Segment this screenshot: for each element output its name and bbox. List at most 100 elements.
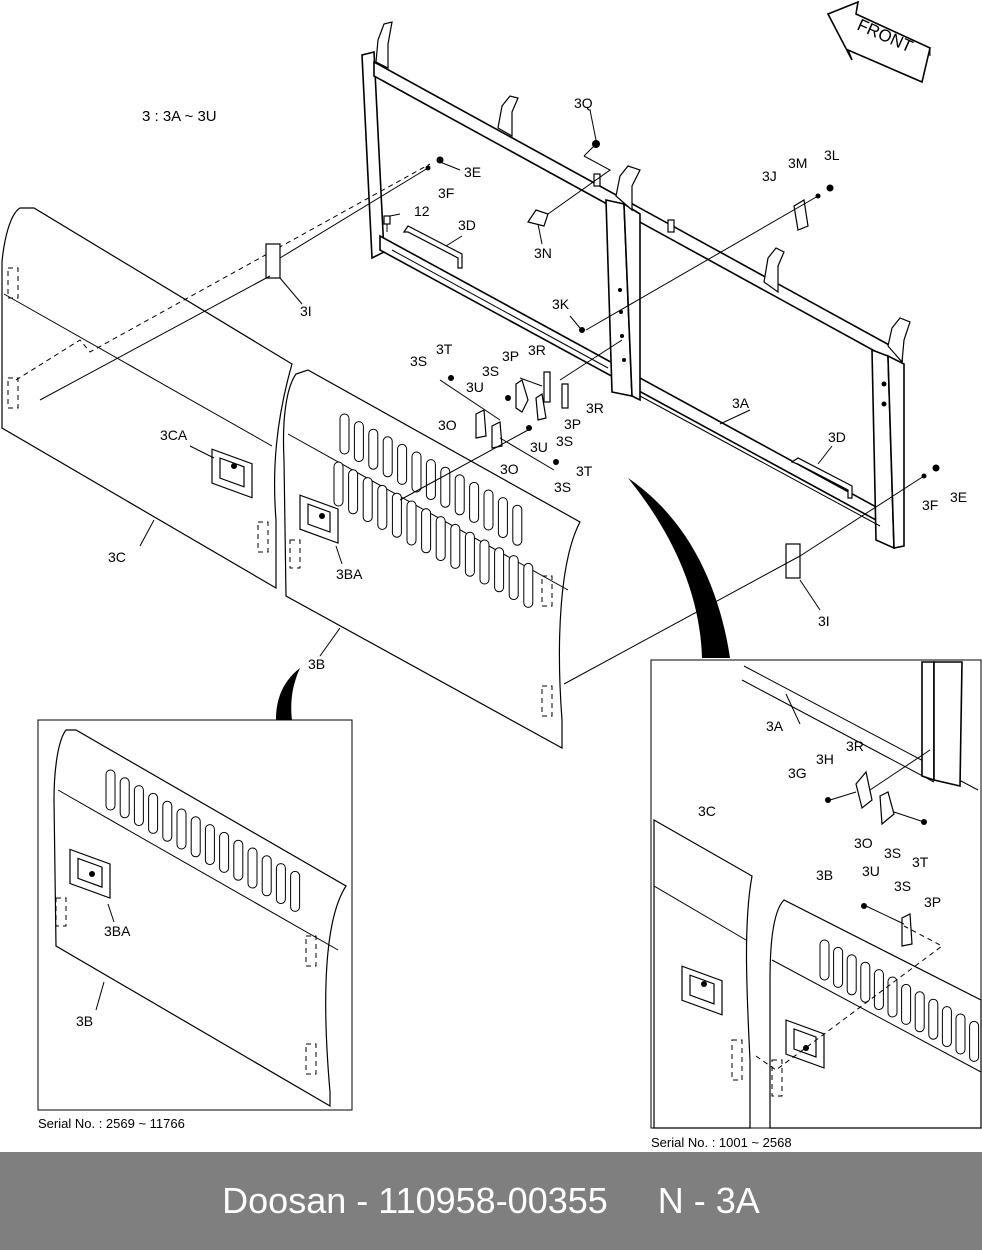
label-3U: 3U — [466, 379, 484, 395]
vent-slot — [353, 421, 364, 463]
group-label: 3 : 3A ~ 3U — [142, 108, 217, 125]
vent-slot — [176, 808, 187, 850]
detail-arrow-left — [276, 668, 300, 720]
vent-slot — [368, 428, 379, 470]
label-3Q: 3Q — [574, 95, 593, 111]
vent-slot — [362, 477, 373, 523]
vent-slot — [397, 443, 408, 485]
inset-right-label-3B: 3B — [816, 867, 833, 883]
vent-slot — [887, 976, 898, 1018]
inset-right-serial: Serial No. : 1001 ~ 2568 — [651, 1135, 792, 1150]
inset-left: 3BA 3B — [37, 719, 353, 1111]
label-3R-2: 3R — [586, 400, 604, 416]
label-leaders — [139, 109, 833, 725]
vent-slot — [382, 436, 393, 478]
label-3B: 3B — [308, 656, 325, 672]
vent-slot — [860, 961, 871, 1003]
vent-slot — [523, 562, 534, 608]
label-3U-2: 3U — [530, 439, 548, 455]
panel-3B — [282, 369, 581, 750]
label-3O: 3O — [438, 417, 457, 433]
inset-left-label-3BA: 3BA — [104, 923, 131, 939]
label-3S-2: 3S — [482, 363, 499, 379]
label-3BA: 3BA — [336, 566, 363, 582]
inset-left-label-3B: 3B — [76, 1013, 93, 1029]
label-3T-2: 3T — [576, 463, 593, 479]
label-3A: 3A — [732, 395, 750, 411]
label-3M: 3M — [788, 155, 807, 171]
inset-right-label-3P: 3P — [924, 894, 941, 910]
vent-slot — [901, 983, 912, 1025]
inset-right-label-3C: 3C — [698, 803, 716, 819]
vent-slot — [261, 855, 272, 897]
vent-slot — [333, 461, 344, 507]
label-3C: 3C — [108, 549, 126, 565]
vent-slot — [219, 831, 230, 873]
vent-slot — [275, 863, 286, 905]
vent-slot — [406, 500, 417, 546]
label-3I: 3I — [300, 303, 312, 319]
vent-slot — [464, 531, 475, 577]
vent-slot — [105, 769, 116, 811]
label-3S-3: 3S — [556, 433, 573, 449]
vent-slot — [914, 991, 925, 1033]
inset-right-label-3R: 3R — [846, 738, 864, 754]
vent-slot — [454, 474, 465, 516]
label-3N: 3N — [534, 245, 552, 261]
label-3CA: 3CA — [160, 427, 188, 443]
label-3D: 3D — [458, 217, 476, 233]
vent-slot — [133, 785, 144, 827]
label-3P: 3P — [502, 348, 519, 364]
vent-slot — [190, 816, 201, 858]
inset-right-label-3S-2: 3S — [894, 878, 911, 894]
label-12: 12 — [414, 203, 430, 219]
vent-slot — [508, 555, 519, 601]
vent-slot — [479, 539, 490, 585]
vent-slot — [497, 497, 508, 539]
vent-slot — [941, 1006, 952, 1048]
vent-slot — [148, 792, 159, 834]
label-3K: 3K — [552, 296, 570, 312]
vent-slot — [391, 492, 402, 538]
inset-right-label-3T: 3T — [912, 854, 929, 870]
frame-3A — [361, 21, 911, 550]
detail-arrow-right — [628, 478, 730, 658]
label-3T: 3T — [436, 341, 453, 357]
vent-slot — [846, 954, 857, 996]
vent-slot — [873, 969, 884, 1011]
inset-right-label-3U: 3U — [862, 863, 880, 879]
vent-slot — [819, 939, 830, 981]
vent-slot — [204, 824, 215, 866]
vent-slot — [494, 547, 505, 593]
label-3J: 3J — [762, 168, 777, 184]
inset-right: 3A 3R 3H 3G 3C 3O 3S 3T 3B 3U 3S 3P — [650, 659, 982, 1129]
label-3D-2: 3D — [828, 429, 846, 445]
vent-slot — [955, 1013, 966, 1055]
vent-slot — [119, 777, 130, 819]
vent-slot — [435, 516, 446, 562]
inset-right-label-3H: 3H — [816, 751, 834, 767]
vent-slot — [440, 466, 451, 508]
inset-right-label-3S: 3S — [884, 845, 901, 861]
vent-slot — [833, 946, 844, 988]
inset-right-label-3A: 3A — [766, 718, 784, 734]
label-3F-2: 3F — [922, 497, 938, 513]
vent-slot — [469, 481, 480, 523]
vent-slot — [512, 504, 523, 546]
vent-slot — [339, 413, 350, 455]
vent-slot — [290, 870, 301, 912]
label-3E-2: 3E — [950, 489, 967, 505]
vent-slot — [233, 839, 244, 881]
label-3L: 3L — [824, 147, 840, 163]
part-labels: 3Q 3E 3F 12 3D 3N 3I 3M 3L 3J 3K 3T 3R 3… — [108, 95, 967, 672]
footer-part-number: Doosan - 110958-00355 N - 3A — [0, 1152, 982, 1250]
inset-left-serial: Serial No. : 2569 ~ 11766 — [38, 1116, 185, 1131]
vent-slot — [162, 800, 173, 842]
vent-slot — [348, 469, 359, 515]
front-arrow-icon: FRONT — [826, 0, 931, 84]
vent-slot — [450, 523, 461, 569]
inset-right-label-3G: 3G — [788, 765, 807, 781]
label-3P-2: 3P — [564, 416, 581, 432]
vent-slot — [425, 459, 436, 501]
inset-right-label-3O: 3O — [854, 835, 873, 851]
